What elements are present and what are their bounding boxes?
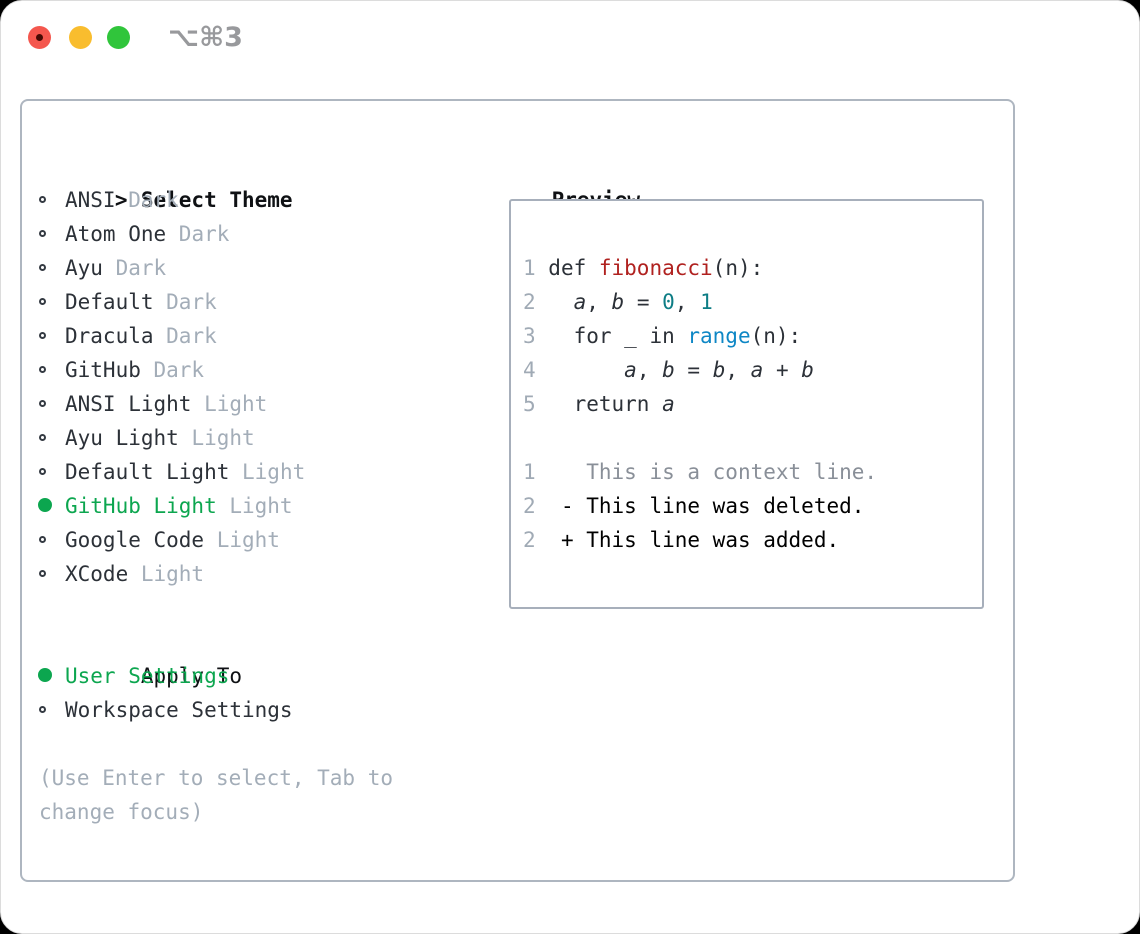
radio-cell bbox=[39, 251, 65, 285]
hint-line-1: (Use Enter to select, Tab to bbox=[39, 766, 394, 790]
maximize-button[interactable] bbox=[107, 26, 130, 49]
spacer bbox=[39, 591, 393, 625]
apply-to-header: Apply To bbox=[140, 664, 243, 688]
code-line: 2 + This line was added. bbox=[523, 528, 840, 552]
apply-option-label: Workspace Settings bbox=[65, 698, 293, 722]
radio-cell bbox=[39, 319, 65, 353]
select-theme-header: Select Theme bbox=[140, 188, 293, 212]
code-line: 1 def fibonacci(n): bbox=[523, 256, 764, 280]
theme-option-dracula[interactable]: Dracula Dark bbox=[39, 319, 393, 353]
theme-variant: Dark bbox=[153, 324, 217, 348]
theme-name: Ayu Light bbox=[65, 426, 179, 450]
radio-icon bbox=[39, 365, 46, 373]
radio-icon bbox=[39, 263, 46, 271]
spacer bbox=[39, 727, 393, 761]
theme-name: Google Code bbox=[65, 528, 205, 552]
theme-option-github-light[interactable]: GitHub Light Light bbox=[38, 489, 393, 523]
theme-option-google-code[interactable]: Google Code Light bbox=[39, 523, 393, 557]
radio-cell bbox=[39, 557, 65, 591]
code-line: 5 return a bbox=[523, 392, 675, 416]
theme-name: Atom One bbox=[65, 222, 167, 246]
theme-option-xcode[interactable]: XCode Light bbox=[39, 557, 393, 591]
code-line: 2 - This line was deleted. bbox=[523, 494, 865, 518]
close-dot-icon bbox=[36, 34, 43, 41]
theme-name: Default Light bbox=[65, 460, 230, 484]
code-preview-box: 1 def fibonacci(n): 2 a, b = 0, 1 3 for _ … bbox=[509, 199, 984, 609]
radio-cell bbox=[39, 421, 65, 455]
theme-variant: Dark bbox=[153, 290, 217, 314]
code-preview: 1 def fibonacci(n): 2 a, b = 0, 1 3 for _ … bbox=[511, 201, 982, 557]
code-line: 3 for _ in range(n): bbox=[523, 324, 802, 348]
theme-option-atom-one[interactable]: Atom One Dark bbox=[39, 217, 393, 251]
theme-option-default[interactable]: Default Dark bbox=[39, 285, 393, 319]
theme-variant: Dark bbox=[115, 188, 179, 212]
theme-variant: Light bbox=[229, 460, 306, 484]
radio-cell bbox=[39, 455, 65, 489]
theme-option-default-light[interactable]: Default Light Light bbox=[39, 455, 393, 489]
radio-cell bbox=[39, 285, 65, 319]
theme-variant: Light bbox=[191, 392, 268, 416]
theme-option-ansi[interactable]: ANSI Dark bbox=[39, 183, 393, 217]
code-line: 2 a, b = 0, 1 bbox=[523, 290, 713, 314]
theme-variant: Dark bbox=[140, 358, 205, 382]
apply-option-user-settings[interactable]: User Settings bbox=[38, 659, 393, 693]
theme-name: XCode bbox=[65, 562, 129, 586]
theme-variant: Light bbox=[128, 562, 205, 586]
radio-icon bbox=[39, 433, 46, 441]
theme-option-ayu-light[interactable]: Ayu Light Light bbox=[39, 421, 393, 455]
radio-icon bbox=[39, 705, 46, 713]
theme-name: GitHub bbox=[65, 358, 141, 382]
theme-variant: Light bbox=[178, 426, 255, 450]
radio-cell bbox=[39, 353, 65, 387]
radio-cell bbox=[39, 693, 65, 727]
theme-name: Default bbox=[65, 290, 154, 314]
radio-selected-icon bbox=[38, 668, 52, 682]
code-line: 1 This is a context line. bbox=[523, 460, 878, 484]
radio-cell bbox=[38, 489, 65, 523]
theme-variant: Dark bbox=[166, 222, 230, 246]
apply-to-header-row: Apply To bbox=[39, 625, 393, 688]
radio-icon bbox=[39, 467, 46, 475]
radio-icon bbox=[39, 535, 46, 543]
minimize-button[interactable] bbox=[69, 26, 92, 49]
radio-icon bbox=[39, 331, 46, 339]
radio-icon bbox=[39, 399, 46, 407]
theme-option-ayu[interactable]: Ayu Dark bbox=[39, 251, 393, 285]
radio-cell bbox=[39, 183, 65, 217]
theme-variant: Light bbox=[204, 528, 280, 552]
theme-variant: Dark bbox=[102, 256, 167, 280]
code-line: 4 a, b = b, a + b bbox=[523, 358, 814, 382]
radio-cell bbox=[39, 387, 65, 421]
apply-option-label: User Settings bbox=[65, 664, 230, 688]
preview-header-row: Preview bbox=[501, 149, 641, 212]
radio-icon bbox=[39, 297, 46, 305]
theme-name: ANSI Light bbox=[65, 392, 192, 416]
theme-name: Dracula bbox=[65, 324, 154, 348]
window-title-shortcut: ⌥⌘3 bbox=[168, 22, 243, 53]
theme-name: GitHub Light bbox=[65, 494, 217, 518]
code-line bbox=[523, 421, 982, 455]
radio-icon bbox=[39, 569, 46, 577]
theme-name: Ayu bbox=[65, 256, 103, 280]
theme-option-github[interactable]: GitHub Dark bbox=[39, 353, 393, 387]
close-button[interactable] bbox=[28, 26, 51, 49]
radio-cell bbox=[38, 659, 65, 693]
theme-variant: Light bbox=[216, 494, 293, 518]
theme-option-ansi-light[interactable]: ANSI Light Light bbox=[39, 387, 393, 421]
radio-icon bbox=[39, 195, 46, 203]
radio-icon bbox=[39, 229, 46, 237]
apply-option-workspace-settings[interactable]: Workspace Settings bbox=[39, 693, 393, 727]
theme-name: ANSI bbox=[65, 188, 116, 212]
radio-selected-icon bbox=[38, 498, 52, 512]
radio-cell bbox=[39, 523, 65, 557]
hint-text: (Use Enter to select, Tab to change focu… bbox=[39, 761, 393, 829]
theme-picker-panel bbox=[20, 99, 1015, 882]
select-theme-header-row: > Select Theme bbox=[39, 149, 393, 212]
hint-line-2: change focus) bbox=[39, 800, 204, 824]
prompt-icon: > bbox=[114, 188, 128, 212]
radio-cell bbox=[39, 217, 65, 251]
